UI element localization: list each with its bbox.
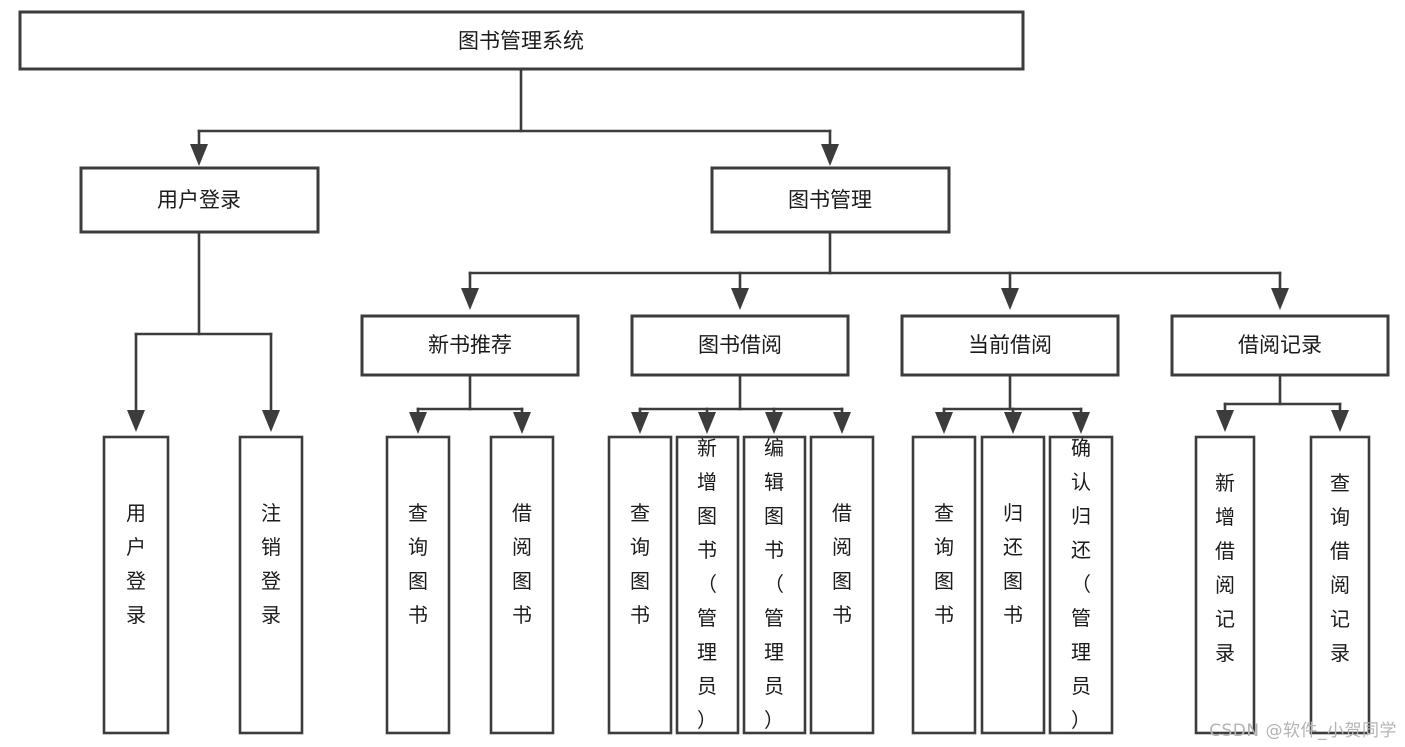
leaf-current-borrow-query-label: 查询图书: [934, 501, 954, 627]
connector-book-mgmt-to-level3: [461, 230, 1289, 310]
leaf-new-book-borrow[interactable]: 借阅图书: [489, 435, 555, 735]
leaf-book-borrow-query[interactable]: 查询图书: [607, 435, 673, 735]
leaf-borrow-record-query[interactable]: 查询借阅记录: [1309, 435, 1371, 735]
connector-user-login-to-leaves: [127, 230, 280, 432]
connector-root-to-level2: [190, 67, 839, 166]
leaf-user-login-login-label: 用户登录: [126, 501, 146, 627]
leaf-user-login-logout[interactable]: 注销登录: [238, 435, 304, 735]
connector-current-borrow-to-leaves: [935, 373, 1090, 434]
csdn-watermark: CSDN @软件_小贺同学: [1209, 721, 1397, 741]
leaf-book-borrow-borrow-label: 借阅图书: [832, 501, 852, 627]
leaf-user-login-login[interactable]: 用户登录: [102, 435, 170, 735]
leaf-current-borrow-confirm[interactable]: 确认归还（管理员）: [1048, 435, 1114, 735]
connector-borrow-record-to-leaves: [1216, 373, 1349, 432]
leaf-borrow-record-add[interactable]: 新增借阅记录: [1194, 435, 1256, 735]
leaf-current-borrow-return[interactable]: 归还图书: [980, 435, 1046, 735]
node-current-borrow[interactable]: 当前借阅: [900, 314, 1120, 377]
leaf-book-borrow-query-label: 查询图书: [630, 501, 650, 627]
node-current-borrow-label: 当前借阅: [968, 333, 1052, 357]
node-user-login-label: 用户登录: [157, 188, 241, 212]
node-book-management[interactable]: 图书管理: [710, 166, 951, 234]
leaf-book-borrow-edit[interactable]: 编辑图书（管理员）: [742, 435, 807, 735]
leaf-borrow-record-query-label: 查询借阅记录: [1330, 471, 1350, 665]
node-new-book-recommend-label: 新书推荐: [428, 333, 512, 357]
node-book-management-label: 图书管理: [788, 188, 872, 212]
leaf-current-borrow-confirm-label: 确认归还（管理员）: [1071, 436, 1091, 732]
leaf-current-borrow-return-label: 归还图书: [1003, 501, 1023, 627]
connector-new-book-to-leaves: [409, 373, 531, 434]
leaf-new-book-borrow-label: 借阅图书: [512, 501, 532, 627]
connector-book-borrow-to-leaves: [631, 373, 851, 434]
leaf-current-borrow-query[interactable]: 查询图书: [911, 435, 977, 735]
leaf-book-borrow-edit-label: 编辑图书（管理员）: [764, 436, 784, 732]
leaf-book-borrow-borrow[interactable]: 借阅图书: [809, 435, 875, 735]
node-book-borrow-label: 图书借阅: [698, 333, 782, 357]
node-new-book-recommend[interactable]: 新书推荐: [360, 314, 580, 377]
node-root-system[interactable]: 图书管理系统: [18, 10, 1025, 71]
node-root-system-label: 图书管理系统: [458, 29, 584, 53]
leaf-book-borrow-add-label: 新增图书（管理员）: [697, 436, 717, 732]
leaf-book-borrow-add[interactable]: 新增图书（管理员）: [675, 435, 740, 735]
leaf-new-book-query-label: 查询图书: [408, 501, 428, 627]
node-user-login[interactable]: 用户登录: [79, 166, 320, 234]
leaf-borrow-record-add-label: 新增借阅记录: [1215, 471, 1235, 665]
node-borrow-record[interactable]: 借阅记录: [1170, 314, 1390, 377]
node-borrow-record-label: 借阅记录: [1238, 333, 1322, 357]
leaf-new-book-query[interactable]: 查询图书: [385, 435, 451, 735]
leaf-user-login-logout-label: 注销登录: [261, 501, 281, 627]
node-book-borrow[interactable]: 图书借阅: [630, 314, 850, 377]
